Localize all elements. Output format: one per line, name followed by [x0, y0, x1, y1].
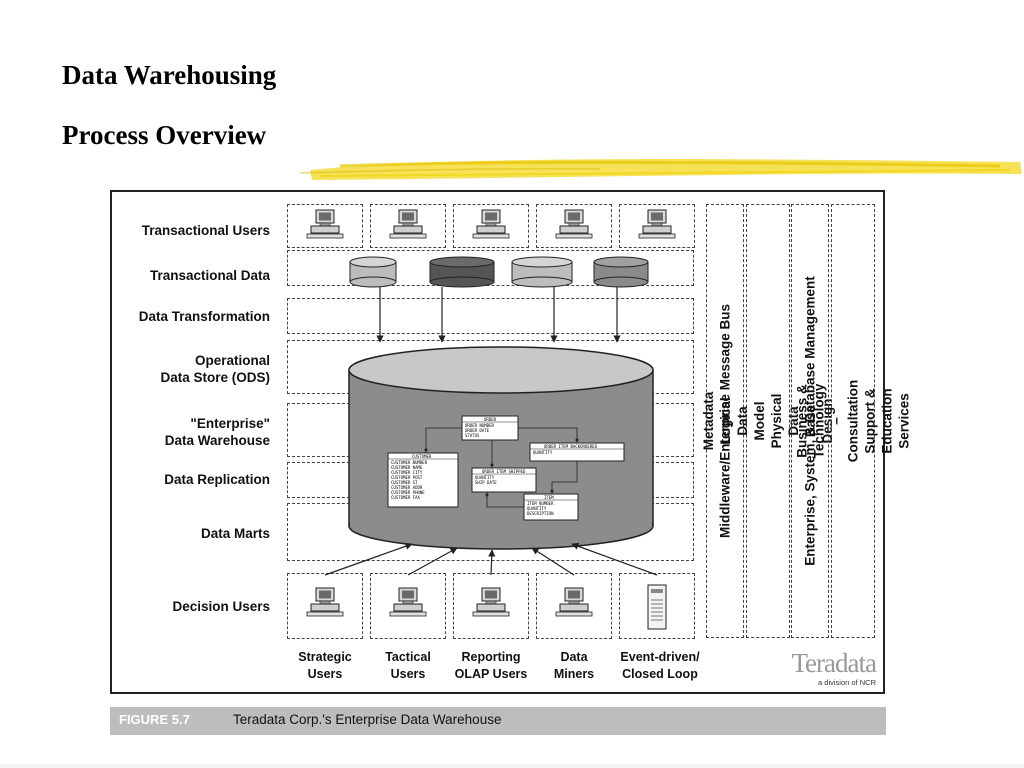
row-label-ods: Operational Data Store (ODS) [160, 353, 270, 385]
database-drum-icon [511, 256, 573, 288]
decision-user-label: Tactical Users [385, 650, 431, 681]
computer-icon [638, 209, 676, 239]
figure-frame: Transactional Users Transactional Data D… [110, 190, 912, 694]
band-data-transformation [287, 298, 694, 334]
er-text: QUANTITY [527, 506, 547, 511]
computer-icon [555, 209, 593, 239]
er-text: DESCRIPTION [527, 511, 554, 516]
er-text: QUANTITY [533, 450, 553, 455]
decision-user-label: Event-driven/ Closed Loop [620, 650, 700, 681]
er-text: ORDER [484, 417, 497, 422]
computer-icon [472, 209, 510, 239]
er-text: CUSTOMER [412, 454, 432, 459]
er-text: CUSTOMER ADDR [391, 485, 423, 490]
database-drum-icon [429, 256, 495, 288]
row-label-decision-users: Decision Users [172, 599, 270, 614]
highlight-brush-stroke [300, 159, 1022, 180]
er-text: ORDER DATE [465, 428, 490, 433]
slide-title: Data Warehousing [62, 60, 277, 90]
computer-icon [389, 587, 427, 617]
er-text: CUSTOMER CITY [391, 470, 423, 475]
database-drum-icon [349, 256, 397, 288]
er-text: SHIP DATE [475, 480, 497, 485]
caption-number: FIGURE 5.7 [119, 712, 190, 727]
footer-divider [0, 764, 1024, 768]
computer-icon [555, 587, 593, 617]
computer-icon [306, 209, 344, 239]
slide-subtitle: Process Overview [62, 120, 267, 150]
teradata-logo: Teradata a division of NCR [780, 648, 877, 687]
er-text: CUSTOMER NUMBER [391, 460, 428, 465]
decision-user-label: Strategic Users [298, 650, 352, 681]
side-column-consultation: Business & Technology – Consultation Sup… [795, 204, 912, 638]
er-text: ORDER ITEM BACKORDERED [544, 444, 598, 449]
decision-user-cell [536, 573, 612, 639]
row-label-transactional-data: Transactional Data [149, 268, 270, 283]
row-label-data-replication: Data Replication [164, 472, 270, 487]
er-text: ITEM NUMBER [527, 501, 554, 506]
diagram-graphics: ORDER ORDER NUMBER ORDER DATE STATUS CUS… [306, 209, 676, 630]
computer-icon [389, 209, 427, 239]
er-text: CUSTOMER NAME [391, 465, 423, 470]
server-icon [647, 584, 667, 630]
side-column-middleware: Middleware/Enterprise Message Bus [706, 204, 744, 638]
computer-icon [306, 587, 344, 617]
row-label-edw: "Enterprise" Data Warehouse [164, 416, 270, 448]
warehouse-cylinder [348, 346, 654, 550]
row-label-transactional-users: Transactional Users [141, 223, 270, 238]
side-column-metadata: Metadata Logical Data Model Physical Dat… [701, 204, 835, 638]
er-text: QUANTITY [475, 475, 495, 480]
er-text: STATUS [465, 433, 480, 438]
row-label-data-marts: Data Marts [200, 526, 270, 541]
side-column-management: Enterprise, System, & Database Managemen… [791, 204, 829, 638]
er-text: CUSTOMER ST [391, 480, 418, 485]
er-text: ORDER ITEM SHIPPED [482, 469, 526, 474]
er-text: ORDER NUMBER [465, 423, 494, 428]
logo-wordmark: Teradata [791, 648, 877, 678]
computer-icon [472, 587, 510, 617]
er-text: ITEM [544, 495, 554, 500]
er-text: CUSTOMER POST [391, 475, 423, 480]
er-diagram: ORDER ORDER NUMBER ORDER DATE STATUS CUS… [387, 415, 625, 521]
database-drum-icon [593, 256, 649, 288]
row-label-data-transformation: Data Transformation [138, 309, 270, 324]
logo-subtext: a division of NCR [818, 678, 876, 687]
band-transactional-data [287, 250, 694, 286]
figure-caption: FIGURE 5.7 Teradata Corp.'s Enterprise D… [110, 707, 886, 735]
er-text: CUSTOMER FAX [391, 495, 420, 500]
decision-user-label: Data Miners [553, 650, 595, 681]
side-column-text: Business & Technology – Consultation Sup… [794, 379, 912, 463]
caption-text: Teradata Corp.'s Enterprise Data Warehou… [233, 712, 502, 727]
er-text: CUSTOMER PHONE [391, 490, 425, 495]
decision-user-label: Reporting OLAP Users [454, 650, 528, 681]
